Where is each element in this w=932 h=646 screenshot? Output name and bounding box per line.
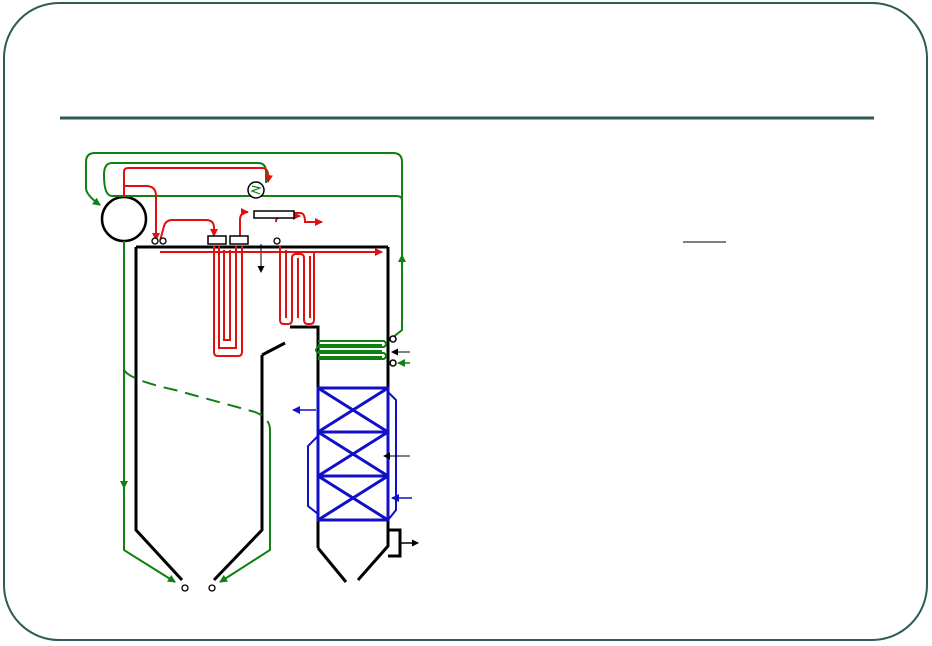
superheater-circuit — [123, 167, 383, 357]
air-duct — [307, 391, 397, 521]
headers — [207, 210, 295, 245]
slide-frame — [3, 2, 928, 641]
roof-nozzles — [151, 237, 281, 245]
desuperheater-icon — [247, 181, 265, 199]
ash-outlets — [181, 584, 216, 592]
dashed-circuit — [123, 369, 271, 431]
drum-icon — [100, 195, 148, 243]
economizer-nozzles — [389, 335, 397, 367]
